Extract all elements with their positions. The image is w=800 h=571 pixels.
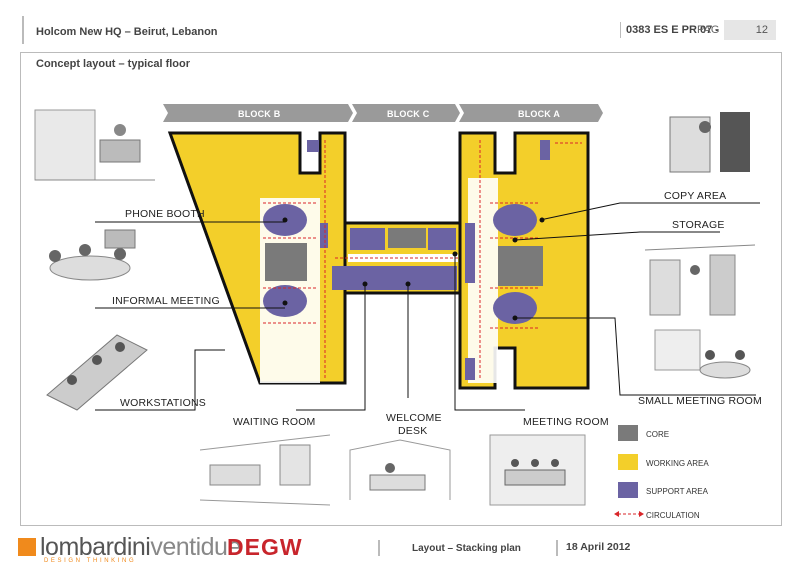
header-divider [22,16,24,44]
block-a-label: BLOCK A [518,109,561,119]
support-a-low [465,358,475,380]
footer-date: 18 April 2012 [566,541,631,553]
logo-tagline: DESIGN THINKING [44,558,137,564]
block-a-tab [459,104,603,122]
callout-small-meeting-room: SMALL MEETING ROOM [638,395,762,407]
block-b-tab [163,104,353,122]
legend-working-swatch [618,454,638,470]
logo-square-icon [18,538,36,556]
block-c-label: BLOCK C [387,109,430,119]
meeting-sketch [49,229,136,281]
workstations-sketch [46,334,148,411]
welcome-desk-sketch [349,439,451,500]
legend-working-label: WORKING AREA [646,459,709,468]
block-c-tab [352,104,460,122]
support-c-band [332,266,457,290]
core-a [498,246,543,286]
callout-phone-booth: PHONE BOOTH [125,208,205,220]
callout-desk: DESK [398,425,428,437]
copy-area-sketch [669,112,750,173]
legend-support-swatch [618,482,638,498]
waiting-room-sketch [200,434,330,506]
callout-copy-area: COPY AREA [664,190,727,202]
support-b-side [320,223,328,248]
meeting-room-sketch [489,434,586,506]
support-b-small [307,140,319,152]
callout-workstations: WORKSTATIONS [120,397,207,409]
footer-doc-title: Layout – Stacking plan [412,543,521,554]
lombardini-logo: lombardiniventidue [18,533,241,562]
small-meeting-sketch [654,329,751,379]
footer-separator-2 [556,540,558,556]
legend-core-swatch [618,425,638,441]
callout-waiting-room: WAITING ROOM [233,416,316,428]
phone-booth-a [493,204,537,236]
legend-core-label: CORE [646,430,670,439]
storage-sketch [644,244,756,316]
content-frame [20,52,782,526]
callout-meeting-room: MEETING ROOM [523,416,609,428]
document-code: 0383 ES E PR 07 - [626,24,719,36]
callout-storage: STORAGE [672,219,725,231]
page-number: 12 [724,20,776,40]
workstation-sketch [34,109,155,181]
support-c-1 [350,228,385,250]
page-subtitle: Concept layout – typical floor [36,58,191,70]
support-c-2 [428,228,456,250]
block-tabs [163,104,603,122]
legend-support-label: SUPPORT AREA [646,487,708,496]
support-a-small [540,140,550,160]
page-label: PAG [697,24,720,36]
floor-plan [167,131,590,390]
block-b-label: BLOCK B [238,109,281,119]
footer-separator-1 [378,540,380,556]
callout-informal-meeting: INFORMAL MEETING [112,295,220,307]
header-separator [620,22,621,38]
legend-circulation-arrow [614,511,644,517]
small-meeting-a [493,292,537,324]
core-c [388,228,426,248]
core-b [265,243,307,281]
legend-circulation-label: CIRCULATION [646,511,700,520]
callout-welcome: WELCOME [386,412,442,424]
support-a-side [465,223,475,283]
project-title: Holcom New HQ – Beirut, Lebanon [36,26,218,38]
degw-logo: DEGW [227,534,303,560]
